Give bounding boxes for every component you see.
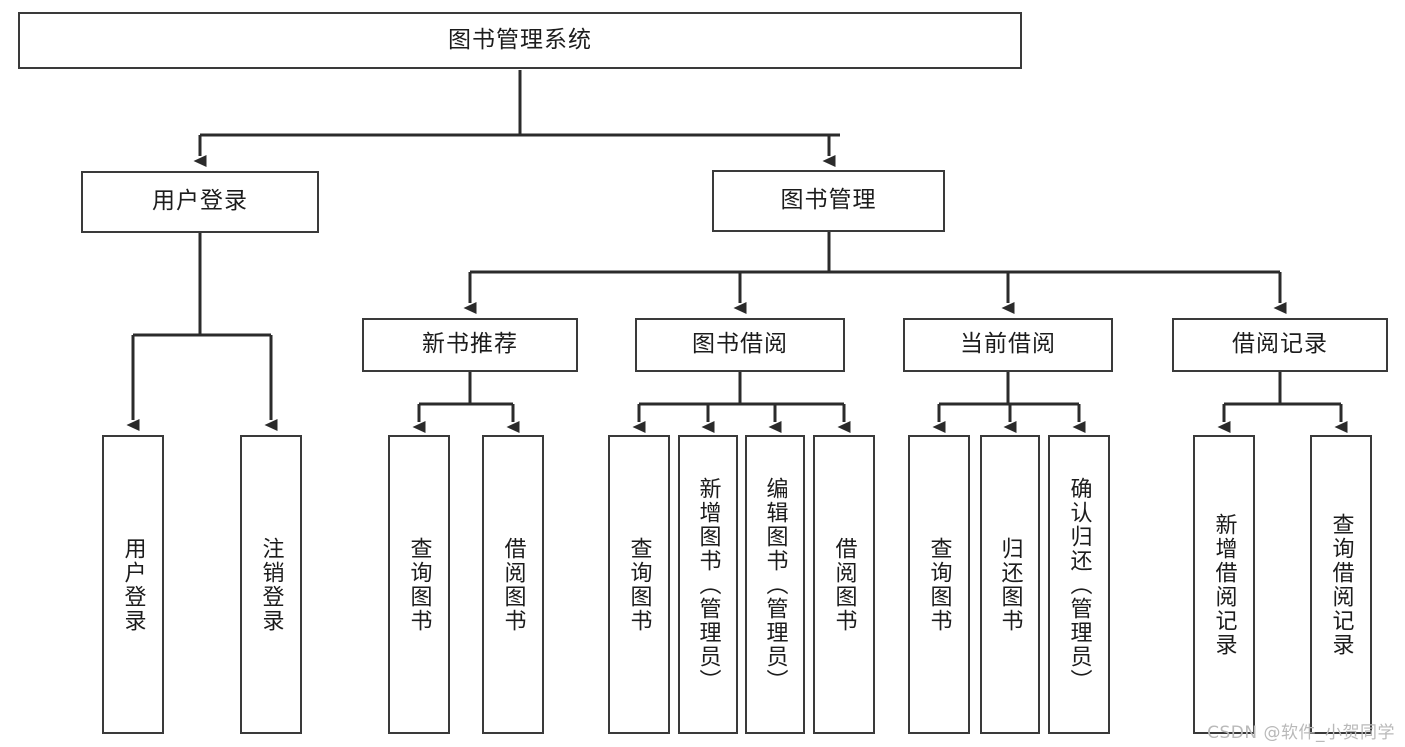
node-label: 新书推荐 xyxy=(422,331,518,358)
node-new-book-recommend[interactable]: 新书推荐 xyxy=(362,318,578,372)
node-label: 编辑图书（管理员） xyxy=(762,476,788,693)
node-label: 图书管理系统 xyxy=(448,26,592,53)
node-label: 查询借阅记录 xyxy=(1328,512,1354,657)
node-label: 借阅记录 xyxy=(1232,331,1328,358)
leaf-add-borrow-record[interactable]: 新增借阅记录 xyxy=(1193,435,1255,734)
node-user-login[interactable]: 用户登录 xyxy=(81,171,319,233)
node-label: 新增图书（管理员） xyxy=(695,476,721,693)
leaf-edit-book-admin[interactable]: 编辑图书（管理员） xyxy=(745,435,805,734)
node-label: 查询图书 xyxy=(626,536,652,633)
node-label: 注销登录 xyxy=(258,536,284,633)
node-label: 图书借阅 xyxy=(692,331,788,358)
node-label: 用户登录 xyxy=(120,536,146,633)
node-label: 图书管理 xyxy=(780,187,877,214)
leaf-borrow-books-newbook[interactable]: 借阅图书 xyxy=(482,435,544,734)
node-book-management[interactable]: 图书管理 xyxy=(712,170,945,232)
node-current-borrow[interactable]: 当前借阅 xyxy=(903,318,1113,372)
node-label: 借阅图书 xyxy=(500,536,526,633)
leaf-return-books[interactable]: 归还图书 xyxy=(980,435,1040,734)
node-label: 查询图书 xyxy=(406,536,432,633)
leaf-query-books-newbook[interactable]: 查询图书 xyxy=(388,435,450,734)
leaf-borrow-books-borrow[interactable]: 借阅图书 xyxy=(813,435,875,734)
node-label: 查询图书 xyxy=(926,536,952,633)
node-book-borrow[interactable]: 图书借阅 xyxy=(635,318,845,372)
node-label: 新增借阅记录 xyxy=(1211,512,1237,657)
node-root-system[interactable]: 图书管理系统 xyxy=(18,12,1022,69)
node-label: 当前借阅 xyxy=(960,331,1056,358)
leaf-add-book-admin[interactable]: 新增图书（管理员） xyxy=(678,435,738,734)
leaf-query-books-borrow[interactable]: 查询图书 xyxy=(608,435,670,734)
node-label: 用户登录 xyxy=(152,188,248,215)
leaf-query-books-current[interactable]: 查询图书 xyxy=(908,435,970,734)
node-label: 确认归还（管理员） xyxy=(1066,476,1092,693)
leaf-logout[interactable]: 注销登录 xyxy=(240,435,302,734)
leaf-query-borrow-record[interactable]: 查询借阅记录 xyxy=(1310,435,1372,734)
node-label: 归还图书 xyxy=(997,536,1023,633)
csdn-watermark: CSDN @软件_小贺同学 xyxy=(1207,723,1395,743)
node-borrow-record[interactable]: 借阅记录 xyxy=(1172,318,1388,372)
leaf-user-login[interactable]: 用户登录 xyxy=(102,435,164,734)
node-label: 借阅图书 xyxy=(831,536,857,633)
leaf-confirm-return-admin[interactable]: 确认归还（管理员） xyxy=(1048,435,1110,734)
